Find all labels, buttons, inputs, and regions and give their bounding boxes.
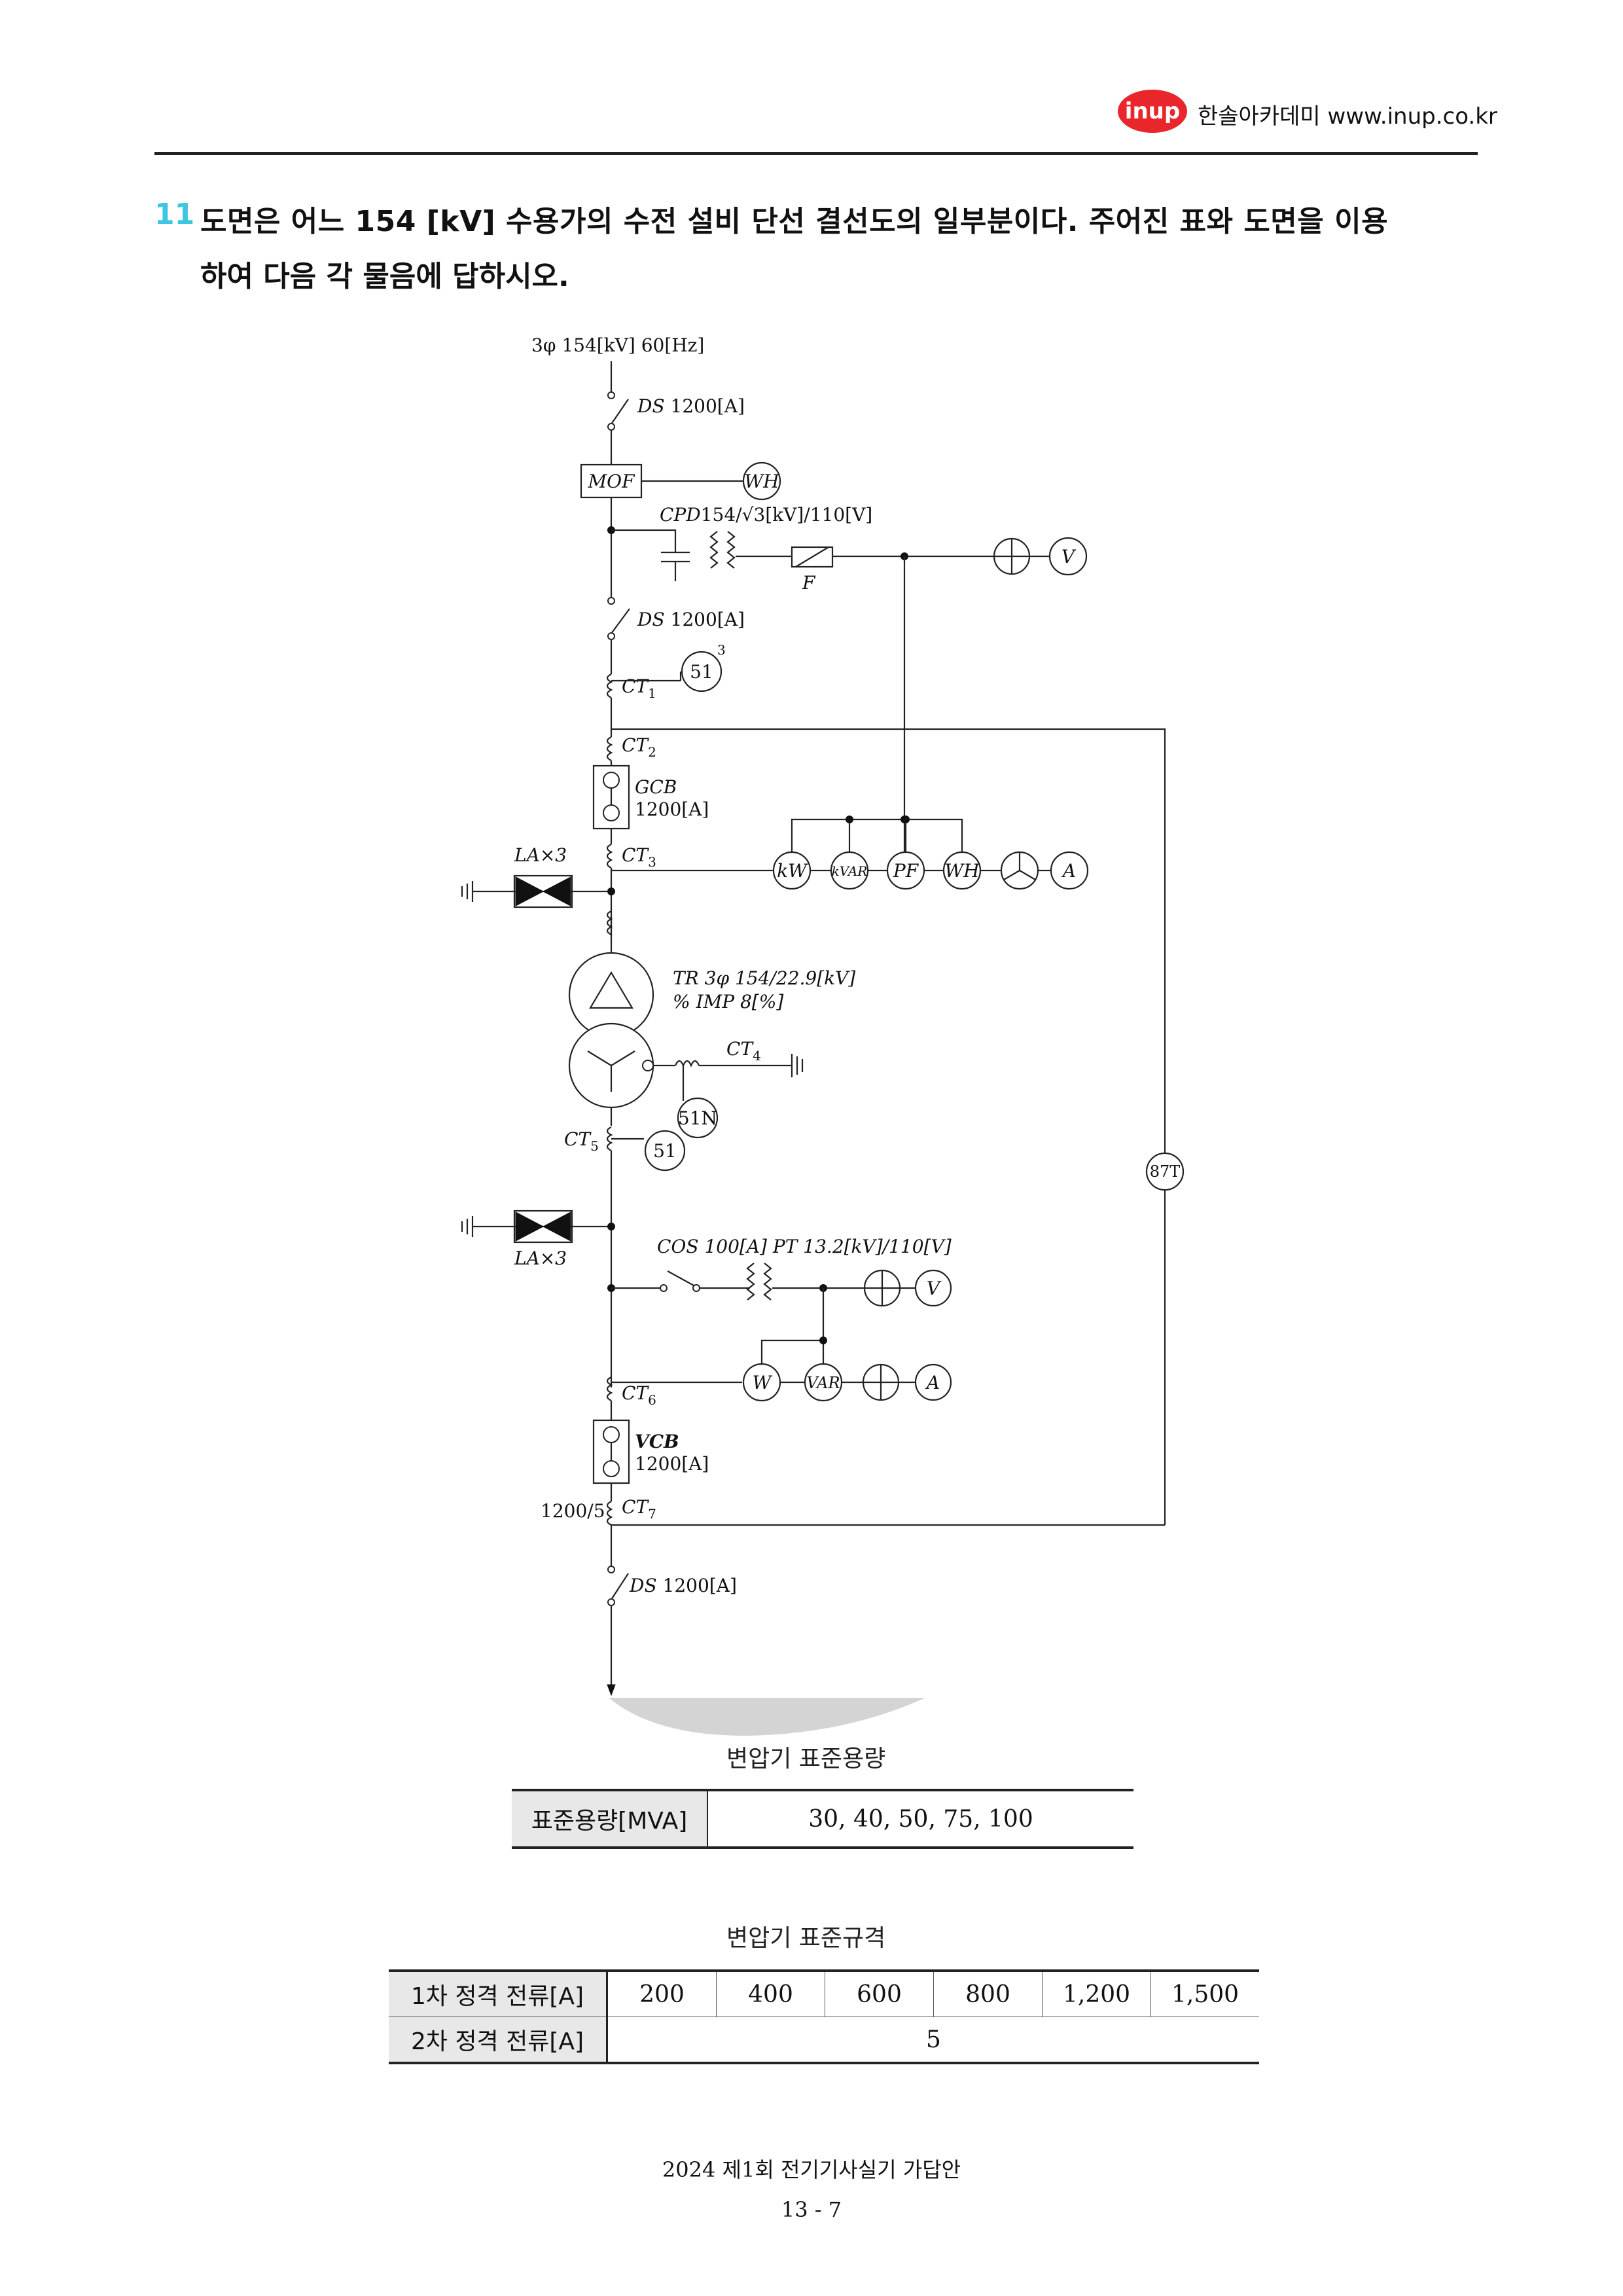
logo-text: inup — [1125, 98, 1180, 124]
question-number: 11 — [154, 198, 195, 231]
question-text-line2: 하여 다음 각 물음에 답하시오. — [200, 260, 569, 293]
kw-meter-label: kW — [777, 860, 808, 882]
ct3-name: CT — [622, 844, 649, 866]
vcb-rating: 1200[A] — [635, 1453, 709, 1475]
ammeter-bottom — [914, 1363, 952, 1401]
svg-text:CT5: CT5 — [564, 1128, 599, 1154]
wh-meter — [742, 461, 781, 501]
la-bottom-label: LA×3 — [514, 1247, 567, 1269]
gray-shape — [609, 1698, 925, 1736]
spec-cell: 600 — [825, 1971, 934, 2017]
svg-text:CT2: CT2 — [622, 734, 656, 760]
relay-51-top — [681, 651, 722, 692]
relay-51n — [677, 1097, 719, 1139]
footer-title: 2024 제1회 전기기사실기 가답안 — [662, 2157, 961, 2182]
spec-table-title: 변압기 표준규격 — [726, 1925, 886, 1952]
spec-table: 1차 정격 전류[A] 200 400 600 800 1,200 1,500 … — [389, 1969, 1259, 2064]
tr-line1: TR 3φ 154/22.9[kV] — [673, 967, 855, 989]
ct5-name: CT — [564, 1128, 592, 1150]
svg-text:CT1: CT1 — [622, 675, 656, 701]
header-site[interactable]: 한솔아카데미 www.inup.co.kr — [1198, 103, 1497, 130]
cos-pt-label: COS 100[A] PT 13.2[kV]/110[V] — [657, 1236, 952, 1257]
gcb-rating: 1200[A] — [635, 798, 709, 820]
ct2-sub: 2 — [648, 744, 656, 760]
spec-cell: 1,200 — [1042, 1971, 1151, 2017]
ct7-ratio: 1200/5 — [541, 1500, 605, 1522]
ct4-name: CT — [726, 1038, 754, 1060]
ct2-name: CT — [622, 734, 649, 756]
relay-51-bottom-label: 51 — [653, 1140, 677, 1162]
header-rule — [154, 152, 1478, 155]
wh-meter-label: WH — [744, 471, 779, 492]
spec-row2-header: 2차 정격 전류[A] — [389, 2017, 608, 2063]
inup-logo[interactable]: inup — [1116, 88, 1188, 135]
ct6-name: CT — [622, 1382, 649, 1404]
svg-text:DS 1200[A]: DS 1200[A] — [637, 395, 745, 417]
ds-bottom-rating: 1200[A] — [663, 1575, 737, 1596]
vcb-label: VCB — [635, 1431, 679, 1452]
ds-mid-rating: 1200[A] — [671, 609, 745, 630]
ds-bottom-name: DS — [629, 1575, 657, 1596]
wh2-meter-label: WH — [944, 860, 980, 882]
ds-top-name: DS — [637, 395, 665, 417]
capacity-header: 표준용량[MVA] — [512, 1790, 708, 1848]
table-row: 2차 정격 전류[A] 5 — [389, 2017, 1259, 2063]
ct4-sub: 4 — [753, 1048, 761, 1064]
tr-line2: % IMP 8[%] — [673, 991, 783, 1013]
ct5-sub: 5 — [590, 1138, 599, 1154]
voltmeter-top — [1048, 537, 1088, 576]
ammeter-top — [1050, 851, 1089, 890]
svg-text:DS 1200[A]: DS 1200[A] — [637, 609, 745, 630]
ammeter-bottom-label: A — [925, 1372, 940, 1393]
single-line-diagram: 3φ 154[kV] 60[Hz] DS 1200[A] MOF WH CPD1… — [461, 334, 1185, 1736]
capacity-table: 표준용량[MVA] 30, 40, 50, 75, 100 — [512, 1789, 1133, 1849]
spec-cell: 400 — [716, 1971, 825, 2017]
supply-label: 3φ 154[kV] 60[Hz] — [531, 334, 704, 356]
ct1-name: CT — [622, 675, 649, 697]
ct7-name: CT — [622, 1496, 649, 1518]
table-row: 1차 정격 전류[A] 200 400 600 800 1,200 1,500 — [389, 1971, 1259, 2017]
w-meter-label: W — [753, 1372, 773, 1393]
svg-text:CT3: CT3 — [622, 844, 656, 870]
relay-51-top-label: 51 — [690, 661, 713, 683]
gcb-label: GCB — [635, 776, 677, 798]
kvar-meter-label: kVAR — [832, 863, 868, 879]
mof-label: MOF — [587, 471, 635, 492]
relay-51-sup: 3 — [717, 642, 726, 658]
spec-cell: 1,500 — [1150, 1971, 1259, 2017]
svg-text:CT7: CT7 — [622, 1496, 656, 1522]
svg-text:CT4: CT4 — [726, 1038, 761, 1064]
page-number: 13 - 7 — [781, 2197, 842, 2222]
svg-text:CT6: CT6 — [622, 1382, 656, 1408]
pf-meter-label: PF — [893, 860, 919, 882]
svg-text:DS 1200[A]: DS 1200[A] — [629, 1575, 737, 1596]
ct3-sub: 3 — [648, 854, 656, 870]
spec-cell: 800 — [933, 1971, 1043, 2017]
cpd-rating: 154/√3[kV]/110[V] — [701, 504, 873, 526]
spec-row2-value: 5 — [926, 2026, 941, 2053]
spec-cell: 200 — [607, 1971, 717, 2017]
voltmeter-bottom-label: V — [927, 1278, 942, 1299]
relay-87t-label: 87T — [1150, 1162, 1181, 1181]
capacity-table-title: 변압기 표준용량 — [726, 1746, 886, 1772]
ct6-sub: 6 — [648, 1392, 656, 1408]
relay-51n-label: 51N — [678, 1107, 717, 1129]
relay-51-bottom — [644, 1130, 686, 1172]
var-meter-label: VAR — [806, 1374, 840, 1392]
capacity-values: 30, 40, 50, 75, 100 — [808, 1805, 1033, 1833]
ammeter-top-label: A — [1061, 860, 1076, 882]
la-top-label: LA×3 — [514, 844, 567, 866]
ds-mid-name: DS — [637, 609, 665, 630]
fuse-label: F — [802, 572, 816, 594]
ct1-sub: 1 — [648, 685, 656, 701]
voltmeter-top-label: V — [1061, 546, 1077, 567]
spec-row1-header: 1차 정격 전류[A] — [389, 1971, 608, 2017]
voltmeter-bottom — [914, 1269, 952, 1307]
svg-text:CPD154/√3[kV]/110[V]: CPD154/√3[kV]/110[V] — [660, 504, 872, 526]
ds-top-rating: 1200[A] — [671, 395, 745, 417]
question-text-line1: 도면은 어느 154 [kV] 수용가의 수전 설비 단선 결선도의 일부분이다… — [200, 205, 1389, 238]
cpd-name: CPD — [660, 504, 701, 526]
ct7-sub: 7 — [648, 1506, 656, 1522]
